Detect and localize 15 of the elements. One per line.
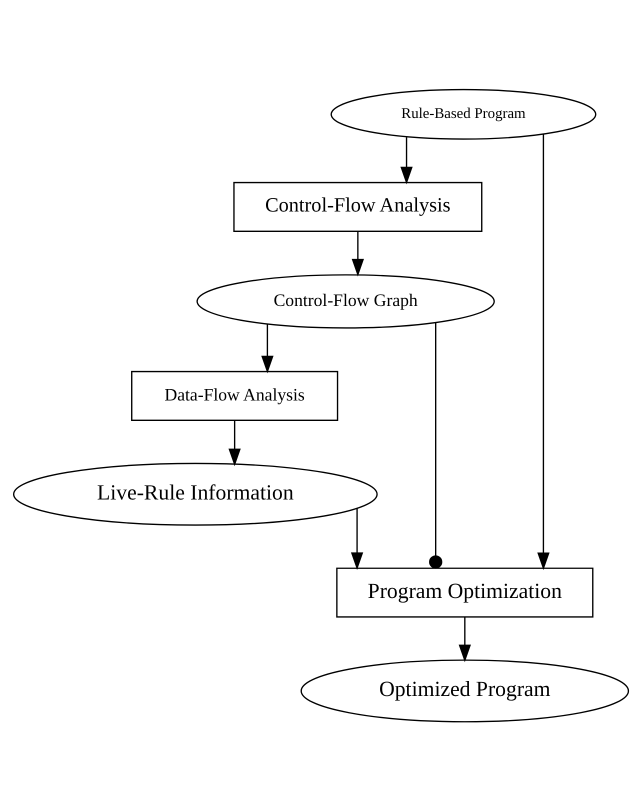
arrow xyxy=(350,508,364,570)
node-box: Control-Flow Analysis xyxy=(233,181,482,232)
node-box: Program Optimization xyxy=(336,567,594,618)
arrow xyxy=(400,136,413,184)
node-ellipse: Optimized Program xyxy=(300,658,630,722)
connector xyxy=(429,322,442,568)
node-box: Data-Flow Analysis xyxy=(131,370,338,420)
node-ellipse: Rule-Based Program xyxy=(330,88,596,140)
arrow xyxy=(352,231,364,276)
node-ellipse: Live-Rule Information xyxy=(12,462,378,526)
node-ellipse: Control-Flow Graph xyxy=(196,274,495,328)
arrow xyxy=(458,616,471,662)
arrow xyxy=(228,420,241,466)
arrow xyxy=(537,134,550,570)
arrow xyxy=(261,324,274,373)
